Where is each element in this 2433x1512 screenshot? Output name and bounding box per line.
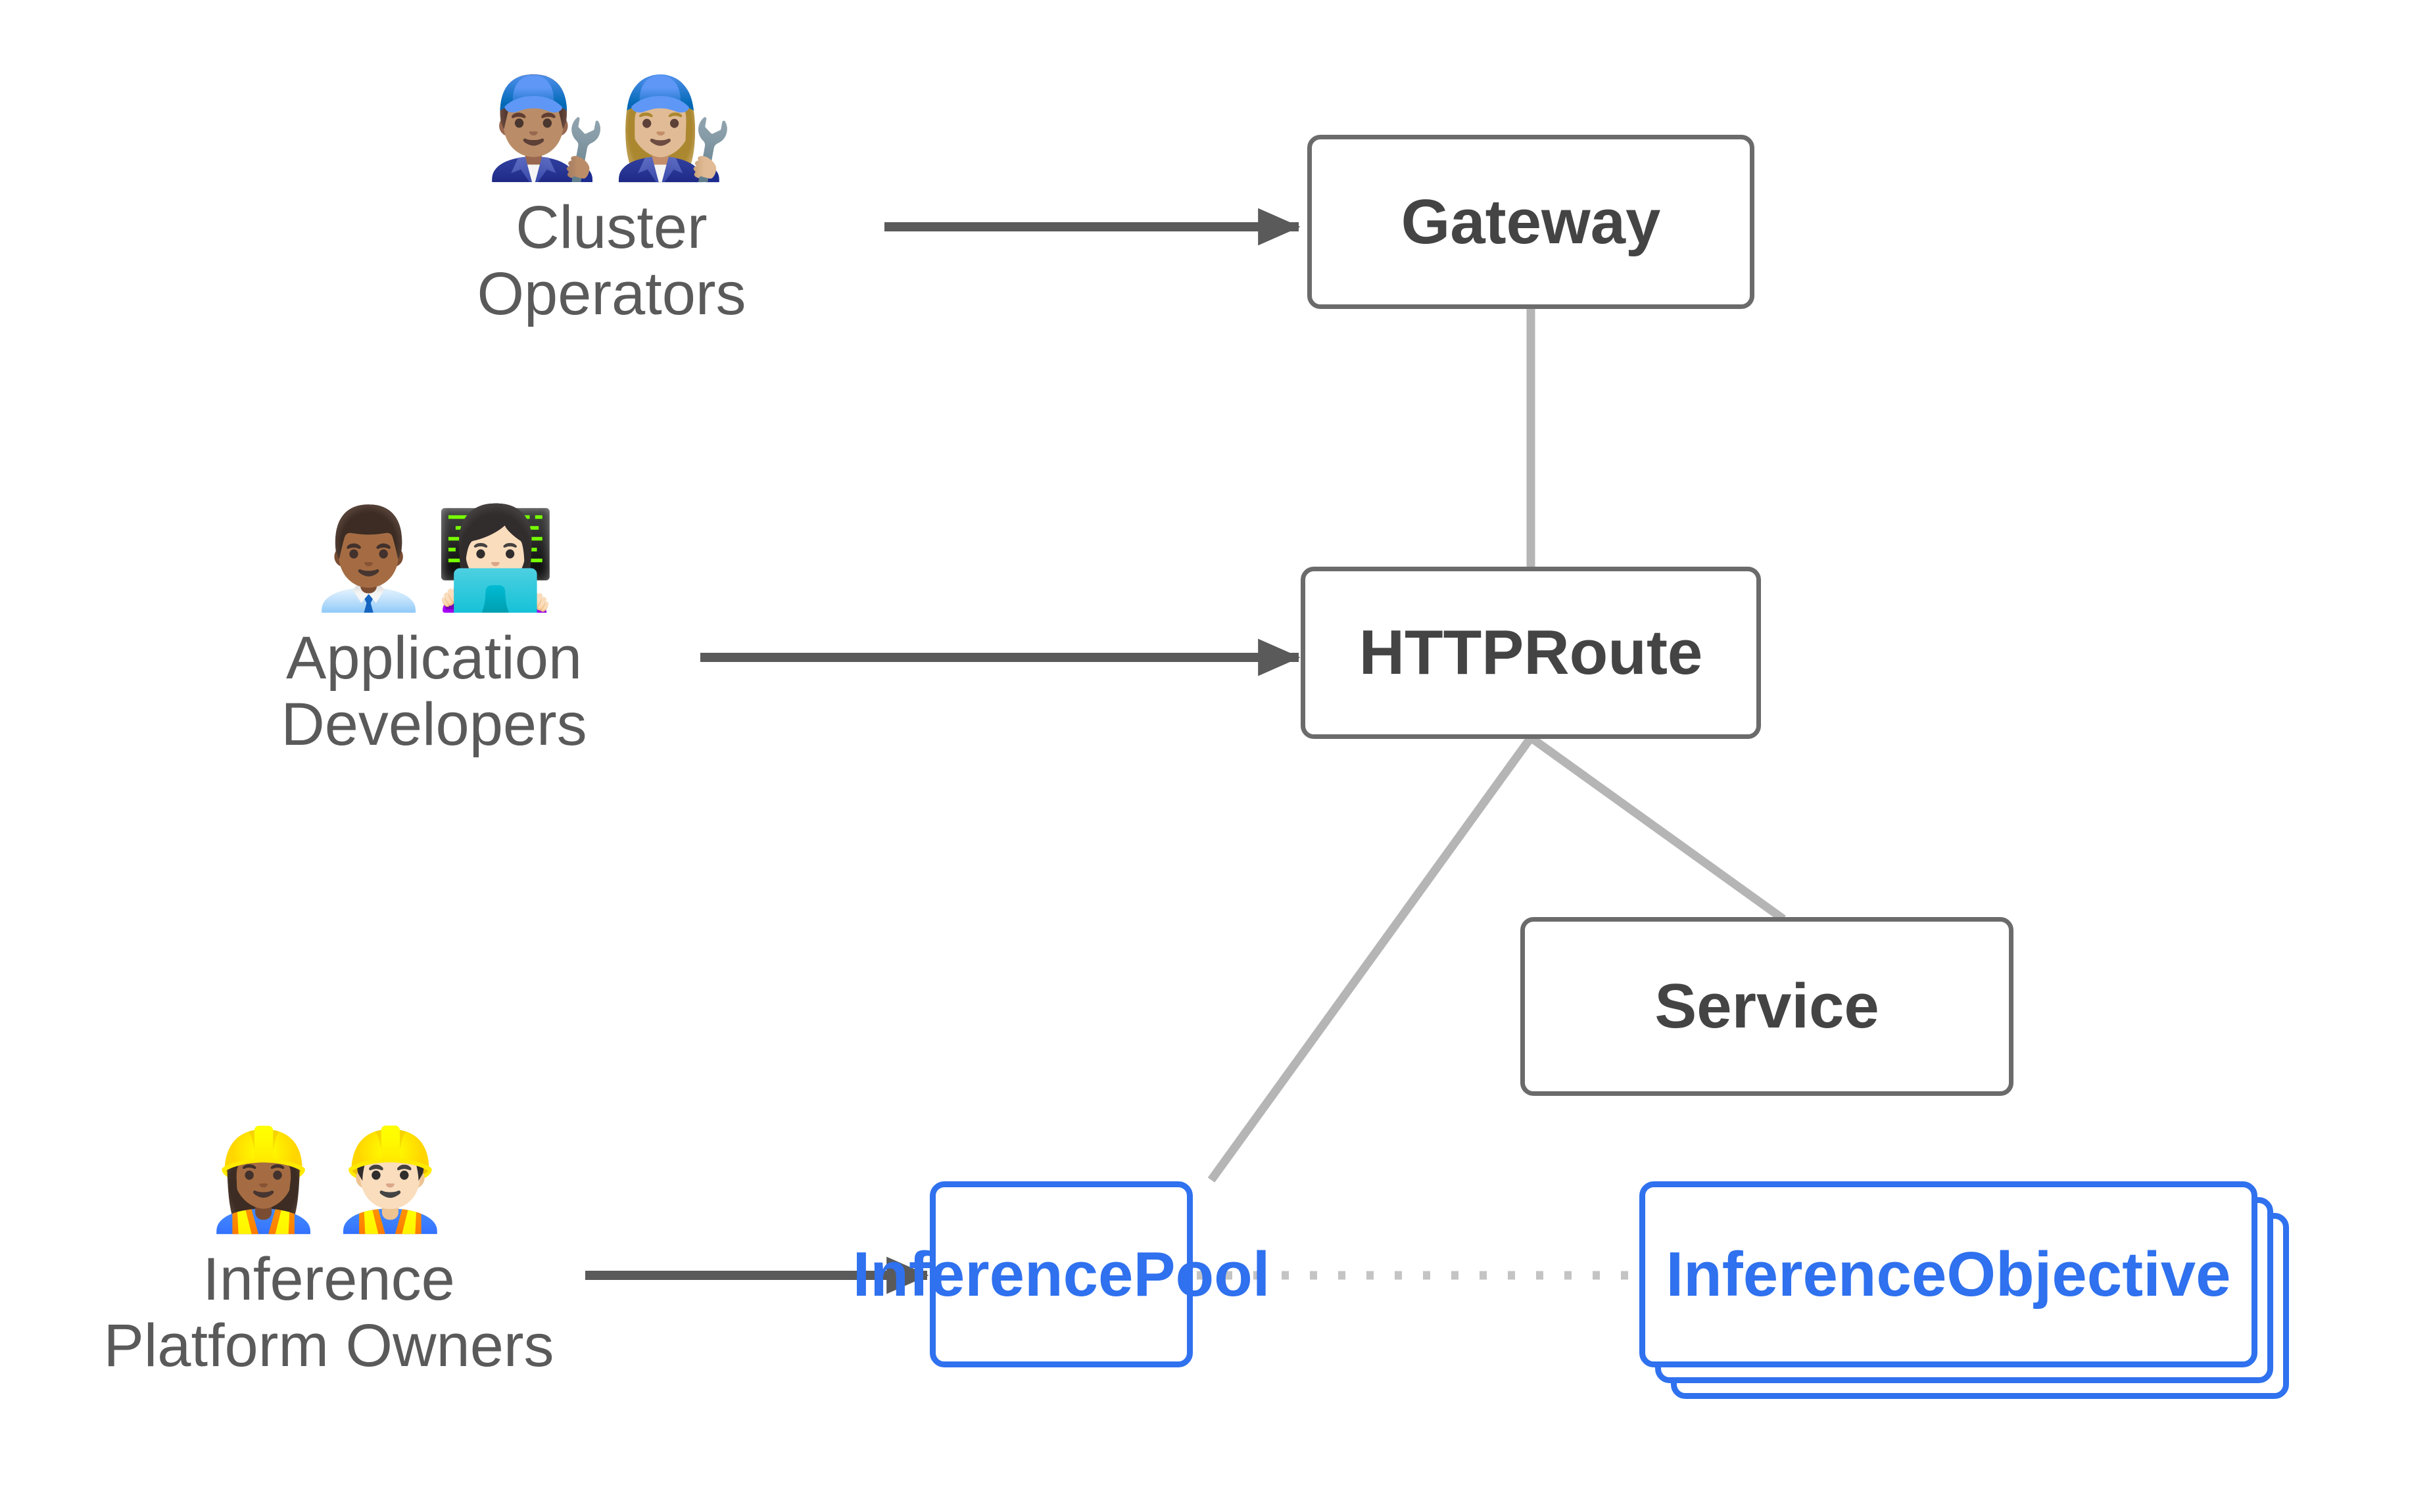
node-inferencepool-label: InferencePool [852, 1239, 1270, 1310]
node-inferenceobjective-label: InferenceObjective [1666, 1239, 2231, 1310]
persona-cluster-operators: 👨🏽‍🔧👩🏼‍🔧 Cluster Operators [408, 79, 815, 327]
inference-platform-owners-label: Inference Platform Owners [103, 1246, 554, 1380]
node-inferenceobjective-card-front[interactable]: InferenceObjective [1639, 1181, 2257, 1367]
application-developers-icons: 👨🏾‍💼👩🏻‍💻 [307, 502, 561, 616]
node-gateway-label: Gateway [1401, 186, 1661, 257]
node-service[interactable]: Service [1520, 917, 2013, 1096]
application-developers-label: Application Developers [281, 625, 587, 759]
node-inferenceobjective-stack[interactable]: InferenceObjective [1639, 1181, 2336, 1399]
node-httproute-label: HTTPRoute [1359, 617, 1703, 688]
inference-platform-owners-icons: 👷🏾‍♀️👷🏻‍♂️ [202, 1123, 456, 1237]
persona-inference-platform-owners: 👷🏾‍♀️👷🏻‍♂️ Inference Platform Owners [99, 1131, 559, 1379]
cluster-operators-label: Cluster Operators [477, 194, 746, 328]
persona-application-developers: 👨🏾‍💼👩🏻‍💻 Application Developers [230, 509, 638, 758]
edge-httproute-to-inferencepool [1207, 735, 1535, 1183]
edge-httproute-to-service [1528, 734, 1786, 923]
node-service-label: Service [1654, 971, 1879, 1041]
node-httproute[interactable]: HTTPRoute [1301, 567, 1761, 739]
node-inferencepool[interactable]: InferencePool [853, 1181, 1270, 1367]
cluster-operators-icons: 👨🏽‍🔧👩🏼‍🔧 [485, 71, 738, 185]
node-gateway[interactable]: Gateway [1307, 135, 1754, 309]
